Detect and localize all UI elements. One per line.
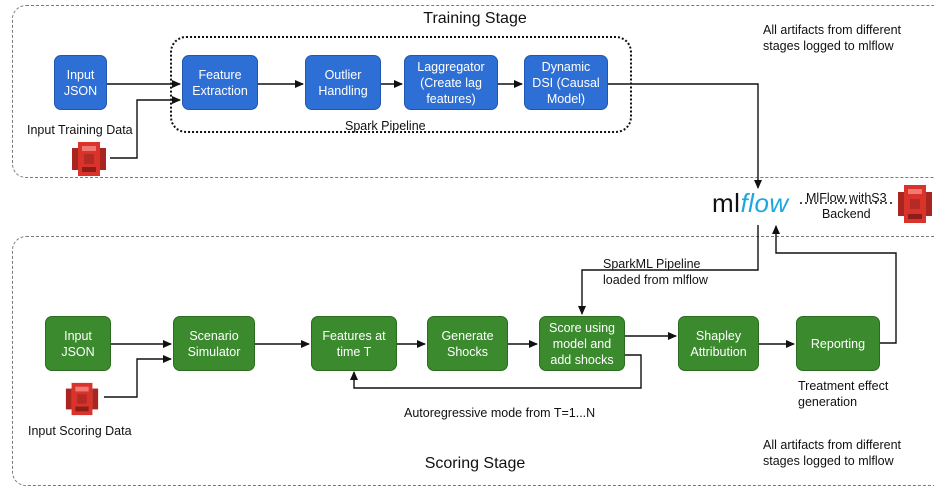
scoring-artifacts-note: All artifacts from different stages logg… — [763, 438, 902, 468]
arrow-reporting-to-mlflow — [772, 225, 897, 344]
outlier-handling-node: Outlier Handling — [305, 55, 381, 110]
mlflow-logo-flow: flow — [740, 188, 789, 218]
arrow-score-loop-back — [350, 354, 642, 389]
s3-bucket-icon — [65, 382, 99, 416]
training-artifacts-note: All artifacts from different stages logg… — [763, 23, 902, 53]
scoring-input-json-node: Input JSON — [45, 316, 111, 371]
features-at-time-t-node: Features at time T — [311, 316, 397, 371]
scoring-stage-title: Scoring Stage — [424, 455, 526, 472]
mlflow-backend-label: MlFlow withS3 Backend — [806, 191, 887, 221]
training-stage-title: Training Stage — [423, 10, 527, 27]
arrow-s3-to-feature — [110, 96, 181, 159]
pipeline-loaded-label: SparkML Pipeline loaded from mlflow — [603, 257, 708, 287]
training-input-json-node: Input JSON — [54, 55, 107, 110]
mlflow-logo-ml: ml — [712, 188, 741, 218]
input-training-data-label: Input Training Data — [27, 123, 133, 137]
arrow-s3-to-scenario — [104, 355, 172, 398]
arrow-mlflow-to-score — [578, 225, 759, 315]
reporting-node: Reporting — [796, 316, 880, 371]
scenario-simulator-node: Scenario Simulator — [173, 316, 255, 371]
s3-bucket-icon — [72, 142, 106, 176]
flow-arrows — [104, 80, 897, 398]
mlflow-logo: mlflow — [712, 188, 789, 219]
autoregressive-label: Autoregressive mode from T=1...N — [404, 406, 596, 420]
dynamic-dsi-node: Dynamic DSI (Causal Model) — [524, 55, 608, 110]
shapley-attribution-node: Shapley Attribution — [678, 316, 759, 371]
treatment-effect-label: Treatment effect generation — [798, 379, 889, 409]
feature-extraction-node: Feature Extraction — [182, 55, 258, 110]
laggregator-node: Laggregator (Create lag features) — [404, 55, 498, 110]
input-scoring-data-label: Input Scoring Data — [28, 424, 132, 438]
s3-bucket-icon — [898, 185, 932, 223]
arrow-dsi-to-mlflow — [608, 83, 762, 189]
training-stage-container — [12, 5, 934, 178]
spark-pipeline-label: Spark Pipeline — [345, 119, 426, 133]
score-node: Score using model and add shocks — [539, 316, 625, 371]
generate-shocks-node: Generate Shocks — [427, 316, 508, 371]
